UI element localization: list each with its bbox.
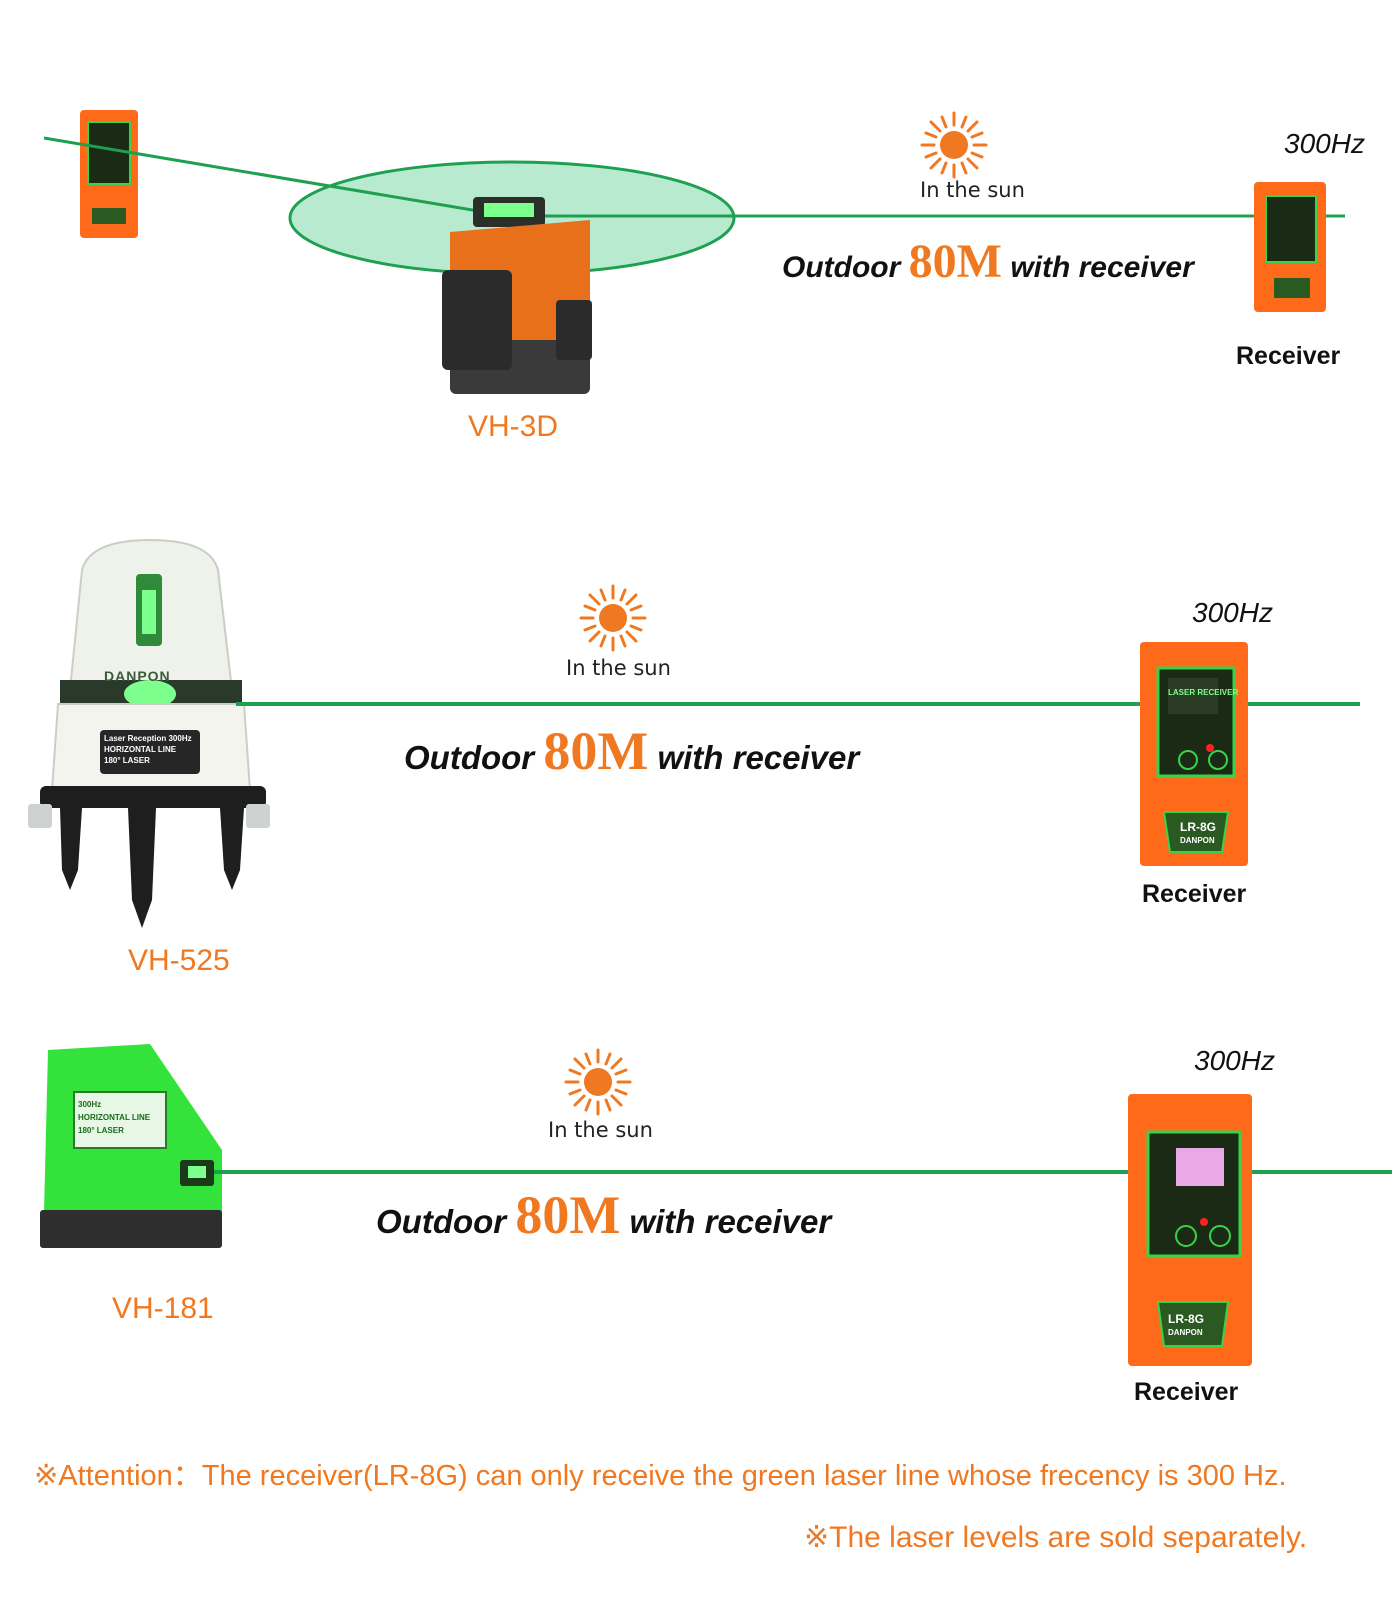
sold-separately-note: ※The laser levels are sold separately. [804,1521,1308,1554]
vh-525-device-icon [28,538,270,928]
vh-525-badge-line: HORIZONTAL LINE [104,745,177,754]
receiver-small-icon [80,110,138,238]
vh-181-badge-line: 300Hz [78,1100,102,1109]
sun-caption: In the sun [920,178,1025,202]
vh-181-device-icon [40,1044,222,1248]
sun-icon [564,1048,632,1116]
receiver-caption: Receiver [1134,1378,1239,1406]
receiver-screen-text: LASER RECEIVER [1168,688,1239,697]
outdoor-range-caption: Outdoor 80M with receiver [404,720,859,782]
sun-icon [579,584,647,652]
vh-181-badge-line: 180° LASER [78,1126,124,1135]
sun-caption: In the sun [566,656,671,680]
laser-line [43,136,509,218]
outdoor-range-caption: Outdoor 80M with receiver [376,1184,831,1246]
outdoor-distance: 80M [543,721,649,781]
sun-caption: In the sun [548,1118,653,1142]
receiver-brand-text: DANPON [1180,836,1215,845]
model-label-vh-181: VH-181 [112,1292,214,1325]
frequency-label: 300Hz [1192,597,1273,628]
outdoor-suffix: with receiver [1010,251,1194,284]
outdoor-suffix: with receiver [657,739,860,776]
vh-525-badge-line: Laser Reception 300Hz [104,734,192,743]
vh-181-badge: 300Hz HORIZONTAL LINE 180° LASER [78,1098,164,1137]
outdoor-prefix: Outdoor [404,739,535,776]
receiver-icon [1140,642,1248,866]
sun-icon [920,111,988,179]
outdoor-prefix: Outdoor [782,251,901,284]
receiver-caption: Receiver [1142,880,1247,908]
outdoor-range-caption: Outdoor 80M with receiver [782,234,1194,289]
attention-note: ※Attention：The receiver(LR-8G) can only … [34,1460,1287,1492]
receiver-icon [1254,182,1326,312]
vh-525-badge: Laser Reception 300Hz HORIZONTAL LINE 18… [104,733,196,766]
frequency-label: 300Hz [1284,128,1365,159]
receiver-model-text: LR-8G [1180,820,1216,834]
outdoor-prefix: Outdoor [376,1203,507,1240]
outdoor-suffix: with receiver [629,1203,832,1240]
vh-3d-device-icon [442,197,592,394]
vh-525-brand: DANPON [104,668,171,684]
receiver-caption: Receiver [1236,342,1341,370]
model-label-vh-3d: VH-3D [468,410,559,443]
model-label-vh-525: VH-525 [128,944,230,977]
outdoor-distance: 80M [908,235,1002,288]
frequency-label: 300Hz [1194,1045,1275,1076]
vh-181-badge-line: HORIZONTAL LINE [78,1113,151,1122]
vh-525-badge-line: 180° LASER [104,756,150,765]
outdoor-distance: 80M [515,1185,621,1245]
receiver-model-text: LR-8G [1168,1312,1204,1326]
receiver-icon [1128,1094,1252,1366]
receiver-brand-text: DANPON [1168,1328,1203,1337]
